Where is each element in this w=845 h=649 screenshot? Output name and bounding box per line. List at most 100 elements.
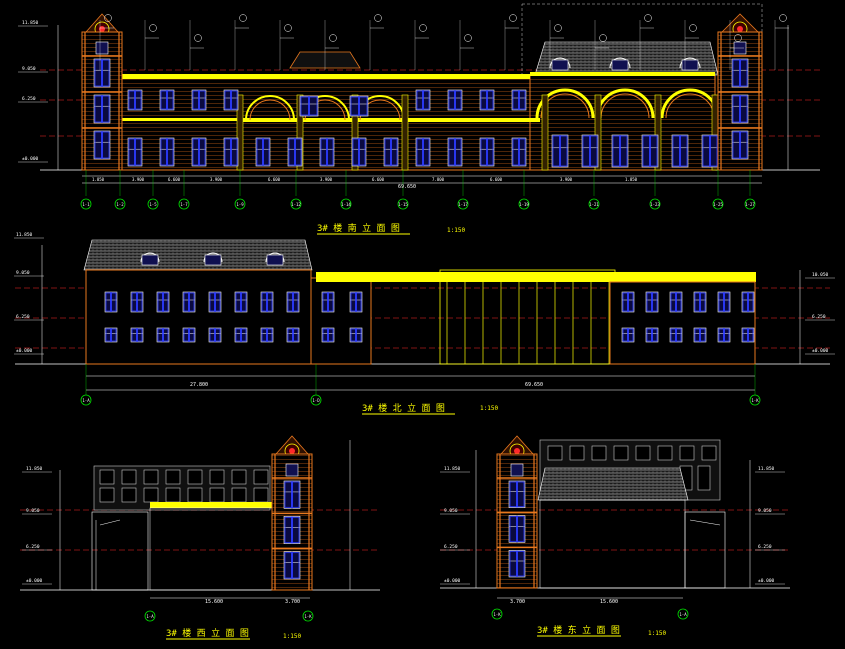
west-level-label: ±0.000 [26,578,43,584]
west-tower [271,435,313,591]
south-level-label: ±0.000 [22,156,39,162]
south-axis-label: 1-9 [236,202,244,207]
south-axis-bubble: 1-9 [234,198,246,210]
south-axis-label: 1-2 [116,202,124,207]
east-level-label: 6.250 [444,544,458,550]
south-axis-bubble: 1-1 [80,198,92,210]
south-axis-label: 1-25 [713,202,723,207]
svg-text:1-K: 1-K [304,614,312,619]
east-elevation-dim-tower: 3.700 [510,599,525,605]
svg-text:1-A: 1-A [679,612,687,617]
north-level-label: ±0.000 [16,348,33,354]
south-right-tower [717,13,763,171]
south-axis-bubble: 1-5 [147,198,159,210]
east-level-label-right: 11.850 [758,466,775,472]
south-axis-bubble: 1-12 [290,198,301,210]
north-level-label: 9.050 [16,270,30,276]
south-left-tower [81,13,123,171]
south-axis-bubble: 1-17 [457,198,468,210]
south-axis-label: 1-7 [180,202,188,207]
south-elevation-overall-dim: 69.650 [398,184,416,190]
south-dim-label: 3.900 [132,177,145,182]
south-axis-label: 1-27 [745,202,755,207]
svg-text:1-A: 1-A [82,398,90,403]
south-axis-label: 1-15 [398,202,408,207]
east-level-label: 11.850 [444,466,461,472]
south-dim-label: 3.900 [320,177,333,182]
south-axis-bubble: 1-27 [744,198,755,210]
south-elevation: 1.850 3.900 6.600 3.900 6.600 3.900 6.600 7.800… [18,3,820,235]
east-axis-bubble-1k: 1-K [491,608,503,620]
svg-text:1-D: 1-D [312,398,320,403]
east-level-label-right: 6.250 [758,544,772,550]
east-level-label: 9.050 [444,508,458,514]
south-dim-label: 6.600 [372,177,385,182]
south-dim-label: 1.850 [92,177,105,182]
east-elevation: 11.850 11.850 9.050 9.050 6.250 6.250 ±0.000 ±0… [440,435,790,637]
svg-text:1-K: 1-K [493,612,501,617]
north-level-label-right: 6.250 [812,314,826,320]
west-level-label: 11.850 [26,466,43,472]
south-axis-bubble: 1-23 [649,198,660,210]
south-axis-bubble: 1-25 [712,198,723,210]
north-elevation-overall-dim: 69.650 [525,382,543,388]
south-axis-bubble: 1-15 [397,198,408,210]
west-elevation-scale: 1:150 [283,633,301,640]
east-level-label-right: ±0.000 [758,578,775,584]
west-axis-bubble-1a: 1-A [144,610,156,622]
west-axis-bubble-1k: 1-K [302,610,314,622]
east-level-label: ±0.000 [444,578,461,584]
east-level-label-right: 9.050 [758,508,772,514]
south-dim-label: 3.900 [210,177,223,182]
east-elevation-scale: 1:150 [648,630,666,637]
south-axis-bubble: 1-21 [588,198,599,210]
south-axis-label: 1-19 [519,202,529,207]
south-axis-bubble: 1-7 [178,198,190,210]
north-elevation-left-dim: 27.800 [190,382,208,388]
south-axis-label: 1-12 [291,202,301,207]
south-dim-label: 1.850 [625,177,638,182]
north-elevation: 11.8509.0506.250±0.00010.0506.250±0.000 … [14,232,835,415]
west-elevation-dim-tower: 3.700 [285,599,300,605]
south-elevation-scale: 1:150 [447,227,465,234]
north-elevation-title: 3# 楼 北 立 面 图 [362,402,445,414]
south-elevation-facade: 1.850 3.900 6.600 3.900 6.600 3.900 6.600 7.800… [18,3,820,184]
south-level-label: 9.050 [22,66,36,72]
south-elevation-axis-bubbles: 1-1 1-2 1-5 1-7 1-9 1-12 1-14 1-15 1-17 1-19 1-21 1… [80,170,755,210]
south-dim-label: 6.600 [490,177,503,182]
south-axis-label: 1-21 [589,202,599,207]
east-axis-bubble-1a: 1-A [677,608,689,620]
south-dim-label: 6.600 [168,177,181,182]
south-elevation-title: 3# 楼 南 立 面 图 [317,222,400,234]
west-level-label: 6.250 [26,544,40,550]
north-elevation-scale: 1:150 [480,405,498,412]
west-elevation-dim-main: 15.600 [205,599,223,605]
south-level-label: 6.250 [22,96,36,102]
south-axis-label: 1-5 [149,202,157,207]
south-dim-label: 3.900 [560,177,573,182]
east-elevation-facade: 11.850 11.850 9.050 9.050 6.250 6.250 ±0.000 ±0… [440,435,790,599]
svg-text:1-A: 1-A [146,614,154,619]
north-axis-bubble-1d: 1-D [310,394,322,406]
north-axis-bubble-1a: 1-A [80,394,92,406]
south-dim-label: 7.800 [432,177,445,182]
south-axis-label: 1-14 [341,202,351,207]
south-axis-bubble: 1-14 [340,198,351,210]
north-level-label-right: 10.050 [812,272,829,278]
south-axis-label: 1-23 [650,202,660,207]
north-level-label: 6.250 [16,314,30,320]
east-elevation-dim-main: 15.600 [600,599,618,605]
svg-text:1-K: 1-K [751,398,759,403]
north-axis-bubble-1k: 1-K [749,394,761,406]
north-level-label-right: ±0.000 [812,348,829,354]
south-axis-label: 1-1 [82,202,90,207]
east-elevation-title: 3# 楼 东 立 面 图 [537,624,620,636]
west-level-label: 9.050 [26,508,40,514]
south-axis-label: 1-17 [458,202,468,207]
south-level-label: 11.850 [22,20,39,26]
south-axis-bubble: 1-2 [114,198,126,210]
west-elevation-facade: 11.850 9.050 6.250 ±0.000 [20,435,380,599]
south-axis-bubble: 1-19 [518,198,529,210]
